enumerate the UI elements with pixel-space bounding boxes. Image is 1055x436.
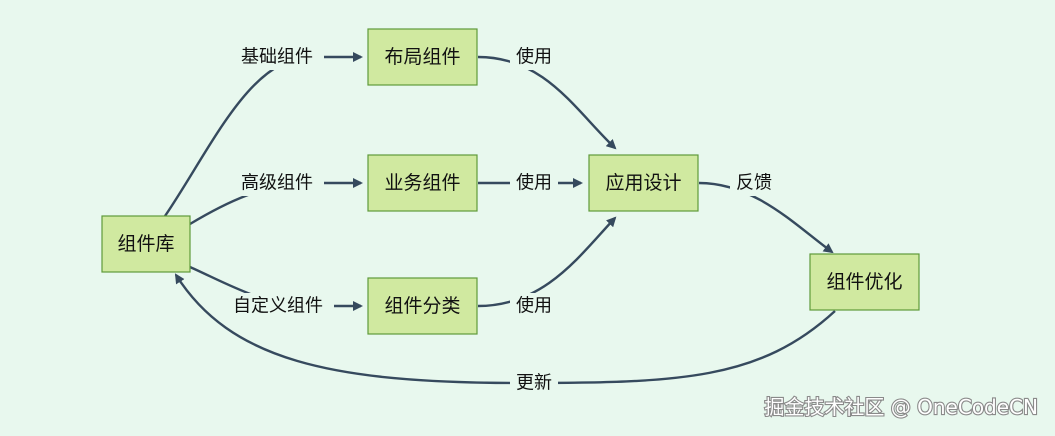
node-category-box bbox=[367, 277, 478, 335]
node-library[interactable]: 组件库 bbox=[101, 215, 191, 273]
node-optimize-box bbox=[809, 253, 920, 311]
edges-group bbox=[164, 52, 836, 385]
edge-label-feedback: 反馈 bbox=[736, 173, 772, 194]
edge-label-advanced: 高级组件 bbox=[241, 173, 313, 194]
node-design-label: 应用设计 bbox=[605, 172, 681, 194]
node-library-box bbox=[101, 215, 191, 273]
edge-label-advanced-bg bbox=[230, 170, 324, 196]
node-layout-box bbox=[367, 28, 478, 86]
edge-optimize-to-library bbox=[174, 273, 836, 385]
node-category-label: 组件分类 bbox=[384, 295, 460, 317]
edge-label-update-bg bbox=[510, 370, 558, 396]
edge-layout-to-design bbox=[477, 55, 617, 150]
node-layout[interactable]: 布局组件 bbox=[367, 28, 478, 86]
edge-label-use2: 使用 bbox=[516, 173, 552, 194]
node-business-box bbox=[367, 154, 478, 212]
edge-label-feedback-bg bbox=[730, 170, 778, 196]
node-optimize-label: 组件优化 bbox=[826, 271, 902, 293]
node-optimize[interactable]: 组件优化 bbox=[809, 253, 920, 311]
edge-label-use3: 使用 bbox=[516, 296, 552, 317]
edge-label-update: 更新 bbox=[516, 373, 552, 394]
edge-label-use2-bg bbox=[510, 170, 558, 196]
watermark: 掘金技术社区 @ OneCodeCN bbox=[763, 394, 1039, 420]
nodes-group: 组件库 布局组件 业务组件 组件分类 应用设计 组件优化 bbox=[101, 28, 920, 335]
node-category[interactable]: 组件分类 bbox=[367, 277, 478, 335]
node-library-label: 组件库 bbox=[117, 233, 174, 255]
edge-label-custom-bg bbox=[222, 293, 334, 319]
watermark-text: 掘金技术社区 @ OneCodeCN bbox=[764, 395, 1038, 419]
node-layout-label: 布局组件 bbox=[384, 46, 460, 68]
edge-label-use1: 使用 bbox=[516, 47, 552, 68]
node-business-label: 业务组件 bbox=[384, 172, 460, 194]
edge-labels-group: 基础组件 高级组件 自定义组件 使用 使用 使用 反馈 更新 bbox=[222, 44, 778, 396]
edge-label-custom: 自定义组件 bbox=[233, 296, 323, 317]
edge-design-to-optimize bbox=[698, 181, 834, 254]
edge-label-basic: 基础组件 bbox=[241, 47, 313, 68]
edge-label-use3-bg bbox=[510, 293, 558, 319]
node-design[interactable]: 应用设计 bbox=[588, 154, 699, 212]
node-business[interactable]: 业务组件 bbox=[367, 154, 478, 212]
node-design-box bbox=[588, 154, 699, 212]
edge-label-use1-bg bbox=[510, 44, 558, 70]
edge-label-basic-bg bbox=[230, 44, 324, 70]
edge-category-to-design bbox=[477, 216, 617, 308]
